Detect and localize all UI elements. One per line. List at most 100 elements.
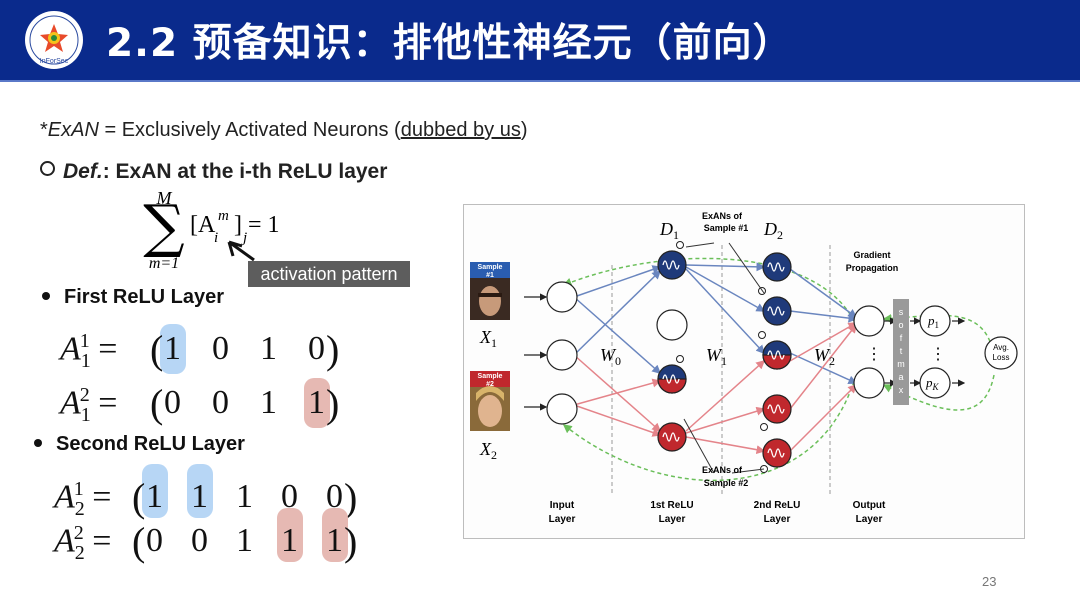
- header-divider: [0, 80, 1080, 82]
- sample1-line2: #1: [486, 272, 494, 279]
- highlight-marker: [322, 508, 348, 562]
- bullet-dot-icon: [42, 292, 50, 300]
- vector-value: 1: [281, 522, 298, 559]
- relu2-layer-line2: Layer: [764, 514, 791, 525]
- activation-pattern-callout: activation pattern: [248, 261, 410, 287]
- first-relu-label: First ReLU Layer: [64, 286, 225, 308]
- arrow-icon: [227, 240, 255, 262]
- open-paren: (: [150, 327, 164, 372]
- p1-label: p1: [927, 313, 939, 330]
- avg-loss-line2: Loss: [993, 353, 1010, 362]
- formula-sup: m: [218, 208, 229, 224]
- highlight-marker: [304, 378, 330, 428]
- w1-label: W1: [706, 345, 727, 368]
- definition-label: Def.: [63, 160, 103, 183]
- open-paren: (: [132, 475, 146, 520]
- sample2-face: [470, 386, 510, 431]
- vector-value: 1: [236, 522, 253, 559]
- close-paren: ): [344, 519, 358, 564]
- formula-close: ]: [234, 212, 242, 238]
- output-layer-line1: Output: [853, 500, 886, 511]
- exans1-line1: ExANs of: [702, 211, 743, 221]
- output-layer-line2: Layer: [856, 514, 883, 525]
- exans1-line2: Sample #1: [704, 223, 749, 233]
- footnote: *ExAN = Exclusively Activated Neurons (d…: [40, 119, 528, 142]
- open-paren: (: [132, 519, 146, 564]
- vector-value: 1: [191, 478, 208, 515]
- vector-value: 0: [212, 384, 229, 421]
- sigma-symbol: ∑: [143, 192, 184, 260]
- prob-ellipsis: ⋮: [930, 346, 946, 363]
- close-paren: ): [326, 381, 340, 426]
- vector-value: 1: [164, 330, 181, 367]
- vector-value: 1: [146, 478, 163, 515]
- footnote-suffix: ): [520, 119, 528, 141]
- w2-label: W2: [814, 345, 835, 368]
- vector-value: 0: [146, 522, 163, 559]
- output-ellipsis: ⋮: [866, 346, 882, 363]
- vector-lhs: A11 =: [60, 330, 118, 373]
- vector-value: 0: [326, 478, 343, 515]
- vector-lhs: A12 =: [60, 384, 118, 427]
- exans2-line1: ExANs of: [702, 465, 743, 475]
- footnote-abbr: ExAN: [47, 119, 99, 141]
- w0-label: W0: [600, 345, 621, 368]
- vector-value: 0: [281, 478, 298, 515]
- formula-body: [A: [190, 212, 216, 238]
- sample2-line2: #2: [486, 381, 494, 388]
- vector-value: 1: [260, 384, 277, 421]
- gradient-line1: Gradient: [853, 250, 890, 260]
- vector-lhs: A22 =: [54, 522, 112, 565]
- relu2-layer-line1: 2nd ReLU: [754, 500, 801, 511]
- definition-text: : ExAN at the i-th ReLU layer: [102, 160, 388, 183]
- softmax-box: [893, 299, 909, 405]
- footnote-middle: = Exclusively Activated Neurons (: [98, 119, 401, 141]
- d1-label: D1: [659, 219, 679, 242]
- avg-loss-line1: Avg.: [993, 343, 1009, 352]
- formula-index: j: [241, 230, 247, 246]
- second-relu-label: Second ReLU Layer: [56, 433, 245, 455]
- x1-label: X1: [479, 327, 497, 350]
- sample1-line1: Sample: [478, 264, 503, 271]
- close-paren: ): [344, 475, 358, 520]
- second-relu-bullet: Second ReLU Layer: [34, 433, 245, 456]
- close-paren: ): [326, 327, 340, 372]
- highlight-marker: [142, 464, 168, 518]
- footnote-underlined: dubbed by us: [400, 119, 521, 141]
- sample2-badge: [470, 371, 510, 387]
- exan-formula: M ∑ m=1 [A i m ] j = 1: [143, 190, 280, 272]
- highlight-marker: [277, 508, 303, 562]
- formula-rhs: = 1: [248, 212, 280, 238]
- input-layer-line2: Layer: [549, 514, 576, 525]
- highlight-marker: [187, 464, 213, 518]
- svg-text:InForSec: InForSec: [40, 58, 69, 65]
- highlight-marker: [160, 324, 186, 374]
- sum-upper: M: [156, 190, 173, 208]
- relu1-layer-line2: Layer: [659, 514, 686, 525]
- first-relu-bullet: First ReLU Layer: [42, 286, 224, 309]
- vector-value: 0: [212, 330, 229, 367]
- vector-value: 1: [326, 522, 343, 559]
- hollow-bullet-icon: [40, 161, 55, 176]
- sample1-face: [470, 278, 510, 320]
- vector-lhs: A21 =: [54, 478, 112, 521]
- d2-label: D2: [763, 219, 783, 242]
- vector-value: 1: [260, 330, 277, 367]
- page-title: 2.2 预备知识：排他性神经元（前向）: [106, 21, 793, 66]
- sum-lower: m=1: [149, 255, 179, 272]
- sample2-line1: Sample: [478, 373, 503, 380]
- formula-sub: i: [214, 230, 218, 246]
- gradient-line2: Propagation: [846, 263, 899, 273]
- title-bar: InForSec 2.2 预备知识：排他性神经元（前向）: [0, 0, 1080, 80]
- vector-value: 0: [308, 330, 325, 367]
- pK-label: pK: [925, 375, 940, 392]
- vector-value: 1: [236, 478, 253, 515]
- sample1-badge: [470, 262, 510, 278]
- bullet-dot-icon: [34, 439, 42, 447]
- vector-value: 1: [308, 384, 325, 421]
- vector-value: 0: [164, 384, 181, 421]
- relu1-layer-line1: 1st ReLU: [650, 500, 693, 511]
- vector-value: 0: [191, 522, 208, 559]
